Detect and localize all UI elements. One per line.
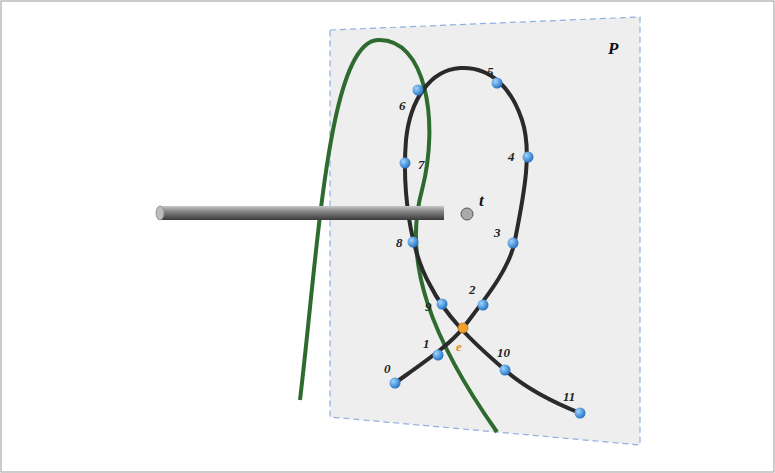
rod-end <box>156 206 164 220</box>
callout-number: 1 <box>423 337 430 350</box>
point <box>523 152 534 163</box>
black-curve <box>395 68 580 413</box>
point <box>408 237 419 248</box>
rod-body <box>160 206 444 220</box>
callout-number: 10 <box>497 346 510 359</box>
callout-number: 4 <box>508 150 515 163</box>
point <box>400 158 411 169</box>
target-point <box>461 208 473 220</box>
green-curve <box>300 40 497 432</box>
callout-number: 5 <box>487 65 494 78</box>
point <box>390 378 401 389</box>
point <box>492 78 503 89</box>
point-label: e <box>456 340 462 353</box>
intersection-point <box>458 323 468 333</box>
point <box>413 85 424 96</box>
point <box>500 365 511 376</box>
callout-number: 7 <box>418 158 425 171</box>
plane-label: P <box>608 40 618 57</box>
plane <box>330 17 640 445</box>
point <box>575 408 586 419</box>
callout-number: 2 <box>469 283 476 296</box>
sample-points <box>390 78 586 419</box>
callout-number: 8 <box>396 236 403 249</box>
callout-number: 9 <box>425 300 432 313</box>
point <box>433 350 444 361</box>
rod <box>156 206 444 220</box>
callout-number: 3 <box>494 226 501 239</box>
point <box>478 300 489 311</box>
callout-number: 11 <box>563 390 575 403</box>
callout-number: 6 <box>399 99 406 112</box>
point <box>437 299 448 310</box>
point-label: t <box>479 192 484 209</box>
callout-number: 0 <box>384 362 391 375</box>
point <box>508 238 519 249</box>
